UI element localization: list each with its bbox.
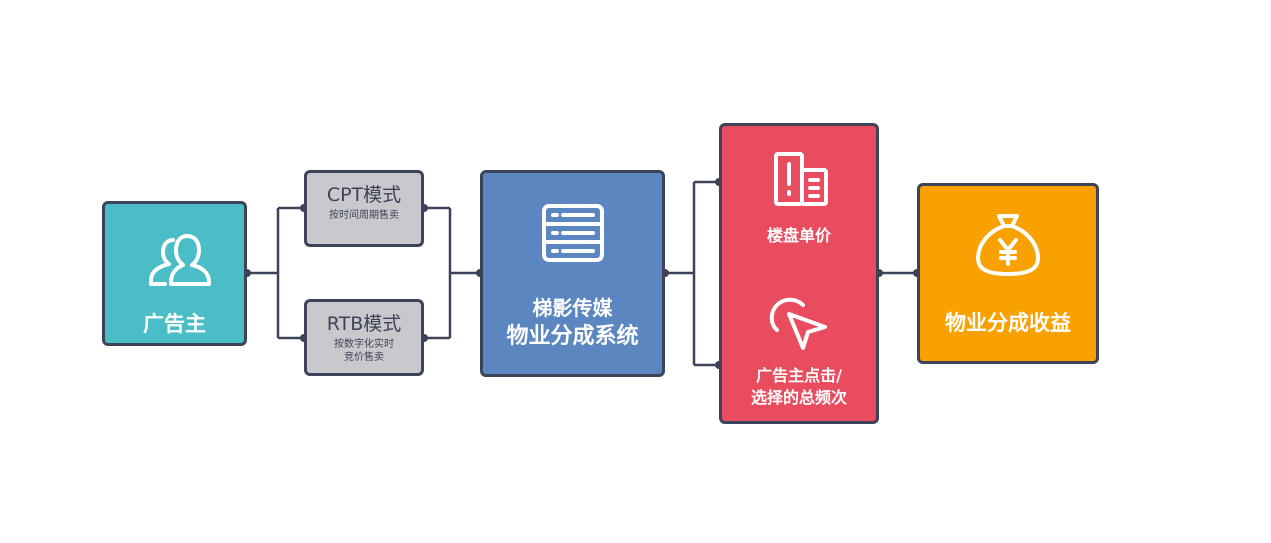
advertiser-label: 广告主 — [143, 312, 206, 336]
users-icon — [143, 230, 215, 294]
pricing-factors-node: 楼盘单价 广告主点击/ 选择的总频次 — [719, 123, 879, 424]
rtb-mode-description-line2: 竞价售卖 — [344, 352, 384, 363]
cpt-mode-description: 按时间周期售卖 — [329, 210, 399, 221]
rtb-mode-node: RTB模式 按数字化实时 竞价售卖 — [304, 299, 424, 376]
unit-price-label: 楼盘单价 — [766, 226, 831, 245]
revenue-label: 物业分成收益 — [945, 311, 1071, 335]
advertiser-node: 广告主 — [102, 201, 247, 346]
property-revenue-node: 物业分成收益 — [917, 183, 1099, 364]
cpt-mode-node: CPT模式 按时间周期售卖 — [304, 170, 424, 247]
server-list-icon — [541, 203, 605, 267]
rtb-mode-label: RTB模式 — [326, 313, 402, 335]
building-icon — [772, 150, 830, 212]
rtb-mode-description-line1: 按数字化实时 — [334, 339, 394, 350]
cpt-mode-label: CPT模式 — [326, 184, 402, 206]
clicks-label-line1: 广告主点击/ — [756, 366, 842, 385]
clicks-label-line2: 选择的总频次 — [750, 388, 847, 407]
revenue-share-system-node: 梯影传媒 物业分成系统 — [480, 170, 665, 377]
money-bag-yen-icon — [973, 212, 1043, 282]
system-name-line1: 梯影传媒 — [532, 296, 613, 320]
cursor-click-icon — [767, 294, 833, 356]
system-name-line2: 物业分成系统 — [506, 324, 639, 349]
